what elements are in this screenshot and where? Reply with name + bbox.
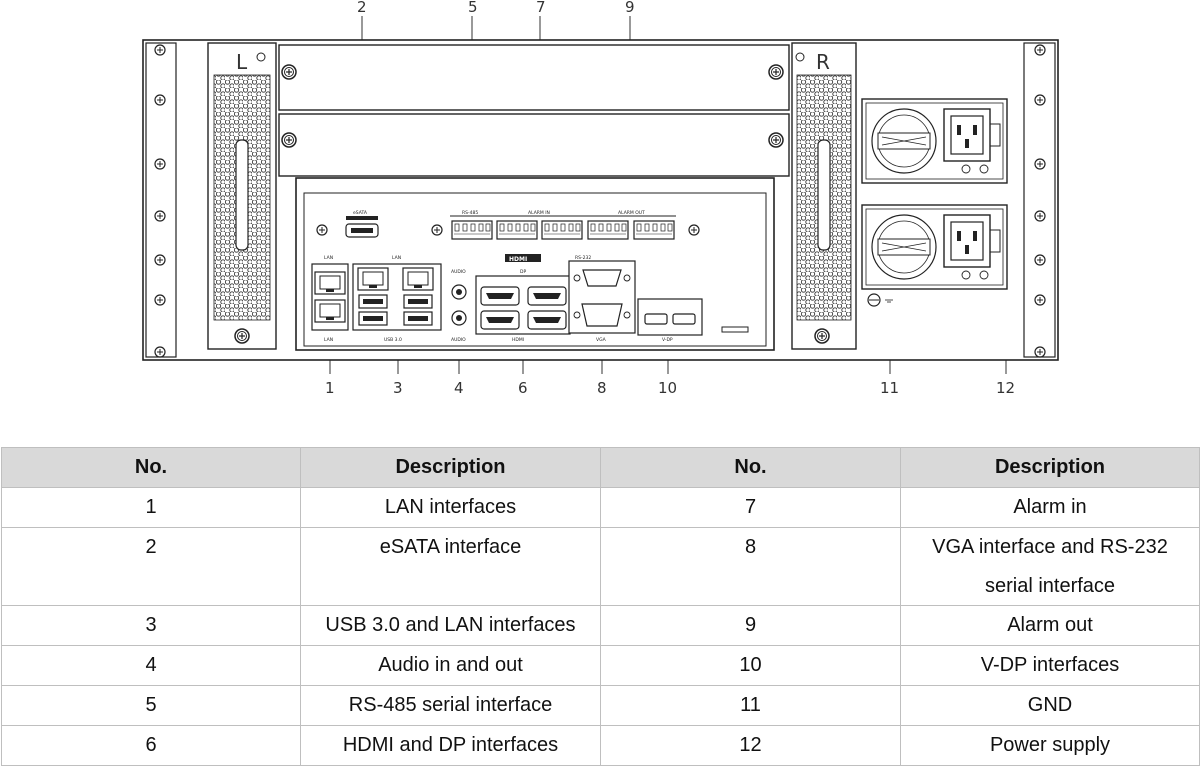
- cell-description: GND: [900, 685, 1200, 726]
- callout-12: 12: [996, 379, 1015, 397]
- cell-no: 6: [1, 725, 301, 766]
- cell-description: Power supply: [900, 725, 1200, 766]
- table-row: 5 RS-485 serial interface 11 GND: [1, 685, 1200, 726]
- table-header-row: No. Description No. Description: [1, 447, 1200, 488]
- cell-description: Alarm in: [900, 487, 1200, 528]
- cell-no: 5: [1, 685, 301, 726]
- label-rs232: RS-232: [575, 255, 591, 261]
- header-description-2: Description: [900, 447, 1200, 488]
- table-row: 1 LAN interfaces 7 Alarm in: [1, 487, 1200, 528]
- cell-no: 10: [600, 645, 901, 686]
- label-hdmi-bottom: HDMI: [512, 337, 524, 343]
- chassis: L R eSATA RS-485 ALARM IN ALARM OUT: [142, 39, 1059, 361]
- label-vga: VGA: [596, 337, 607, 343]
- callout-7: 7: [536, 0, 546, 16]
- table-row: 4 Audio in and out 10 V-DP interfaces: [1, 645, 1200, 686]
- cell-no: 2: [1, 527, 301, 606]
- cell-description: V-DP interfaces: [900, 645, 1200, 686]
- cell-description: Alarm out: [900, 605, 1200, 646]
- callout-8: 8: [597, 379, 607, 397]
- cell-description: Audio in and out: [300, 645, 601, 686]
- cell-description: LAN interfaces: [300, 487, 601, 528]
- rear-panel-diagram: 2 5 7 9 1 3 4 6 8 10 11 12: [142, 0, 1059, 397]
- label-esata: eSATA: [353, 210, 368, 216]
- interface-table: No. Description No. Description 1 LAN in…: [1, 447, 1200, 766]
- table-row: 3 USB 3.0 and LAN interfaces 9 Alarm out: [1, 605, 1200, 646]
- label-lan-top-2: LAN: [392, 255, 401, 261]
- cell-no: 8: [600, 527, 901, 606]
- callout-11: 11: [880, 379, 899, 397]
- label-dp: DP: [520, 269, 526, 275]
- header-no-1: No.: [1, 447, 301, 488]
- cell-description: VGA interface and RS-232 serial interfac…: [900, 527, 1200, 606]
- left-side-label: L: [236, 50, 248, 74]
- callout-10: 10: [658, 379, 677, 397]
- right-side-label: R: [816, 50, 830, 74]
- label-audio-top: AUDIO: [451, 269, 466, 275]
- cell-no: 9: [600, 605, 901, 646]
- cell-no: 3: [1, 605, 301, 646]
- label-usb: USB 3.0: [384, 337, 402, 343]
- label-alarm-in: ALARM IN: [528, 210, 550, 216]
- label-alarm-out: ALARM OUT: [618, 210, 645, 216]
- hdmi-logo: HDMI: [509, 256, 527, 263]
- label-rs485: RS-485: [462, 210, 478, 216]
- cell-no: 12: [600, 725, 901, 766]
- label-lan-bottom: LAN: [324, 337, 333, 343]
- cell-description: eSATA interface: [300, 527, 601, 606]
- cell-no: 4: [1, 645, 301, 686]
- callout-6: 6: [518, 379, 528, 397]
- header-description-1: Description: [300, 447, 601, 488]
- cell-no: 1: [1, 487, 301, 528]
- callout-4: 4: [454, 379, 464, 397]
- cell-description: USB 3.0 and LAN interfaces: [300, 605, 601, 646]
- cell-description: HDMI and DP interfaces: [300, 725, 601, 766]
- callout-2: 2: [357, 0, 367, 16]
- label-audio-bottom: AUDIO: [451, 337, 466, 343]
- callout-9: 9: [625, 0, 635, 16]
- cell-no: 11: [600, 685, 901, 726]
- callout-5: 5: [468, 0, 478, 16]
- label-vdp: V-DP: [662, 337, 673, 343]
- cell-no: 7: [600, 487, 901, 528]
- cell-description: RS-485 serial interface: [300, 685, 601, 726]
- label-lan-top: LAN: [324, 255, 333, 261]
- table-row: 6 HDMI and DP interfaces 12 Power supply: [1, 725, 1200, 766]
- callout-1: 1: [325, 379, 335, 397]
- table-row: 2 eSATA interface 8 VGA interface and RS…: [1, 527, 1200, 606]
- header-no-2: No.: [600, 447, 901, 488]
- callout-3: 3: [393, 379, 403, 397]
